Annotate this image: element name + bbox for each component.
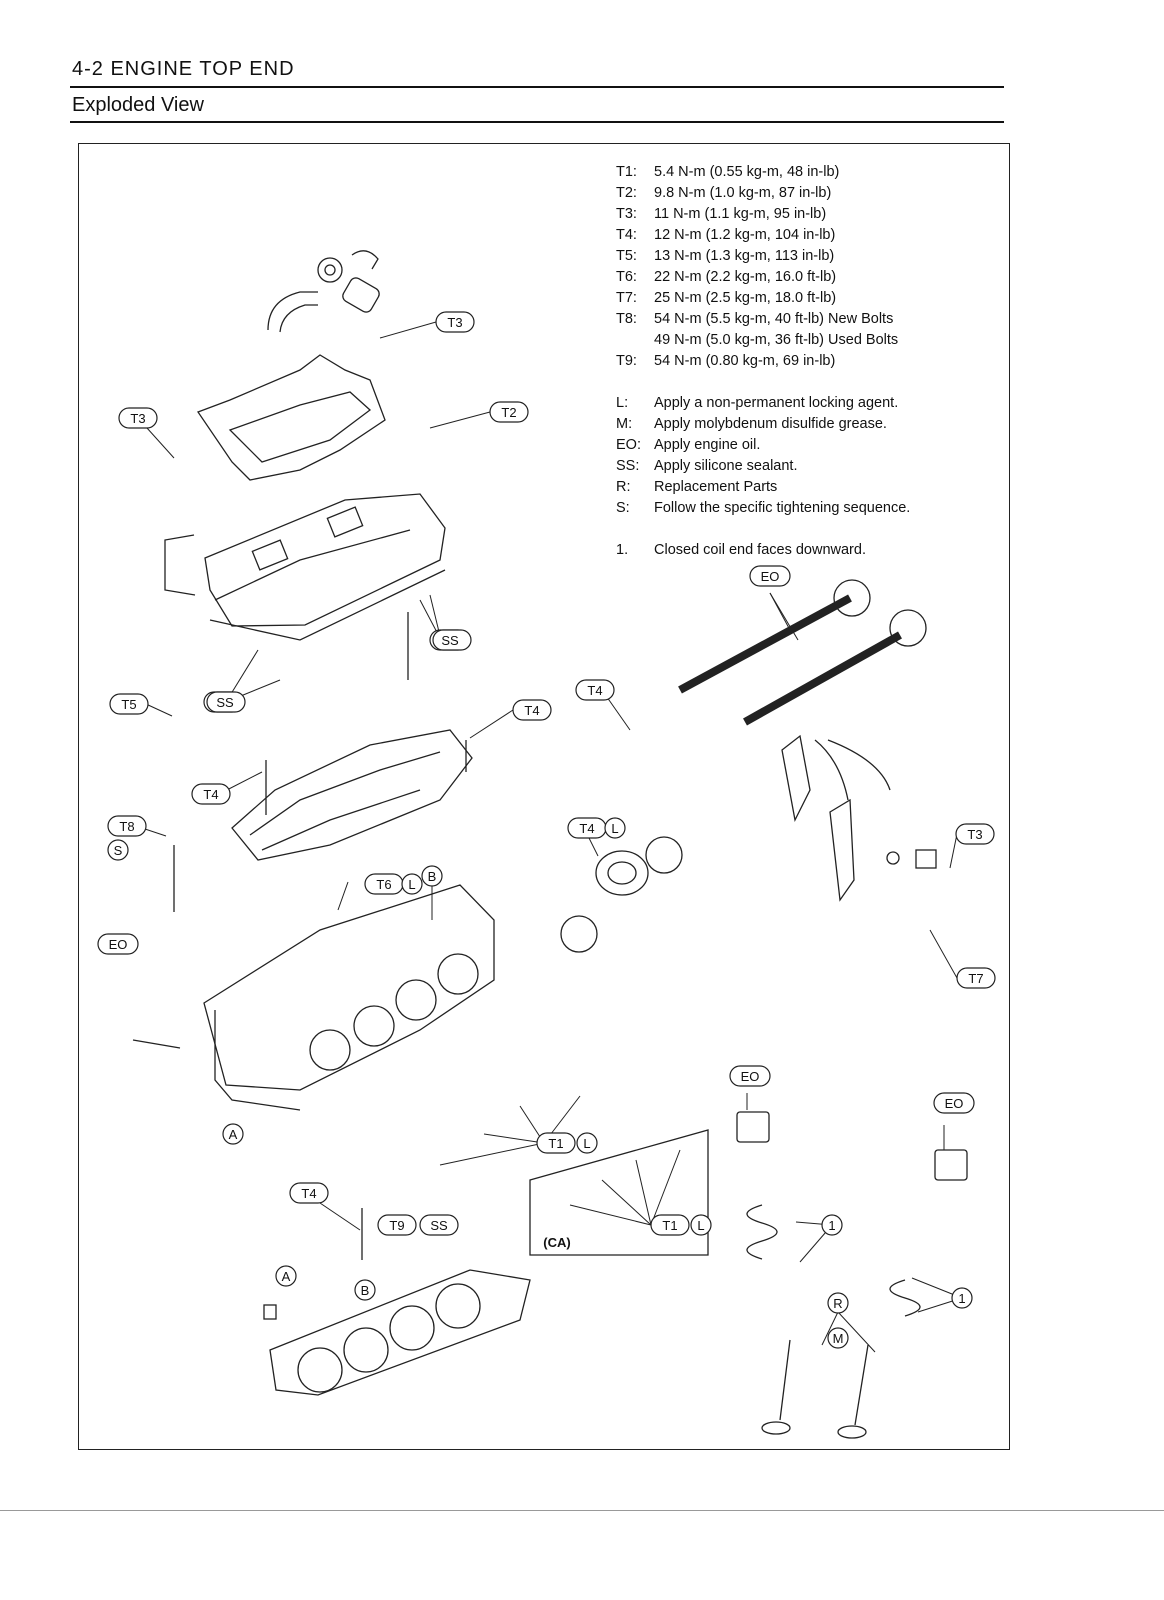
torque-row: T6:22 N-m (2.2 kg-m, 16.0 ft-lb) <box>616 269 837 285</box>
torque-row: T7:25 N-m (2.5 kg-m, 18.0 ft-lb) <box>616 290 837 306</box>
valve-train-exhaust <box>837 1149 968 1439</box>
callout-l-label: L <box>611 821 618 836</box>
cylinder-head-cover <box>204 493 446 641</box>
page-bottom-rule <box>0 1510 1164 1511</box>
callout-t4-label: T4 <box>579 821 594 836</box>
callout-t8-label: T8 <box>119 819 134 834</box>
callout-r-label: R <box>833 1296 842 1311</box>
callout-ss-label: SS <box>441 633 459 648</box>
section-title: Exploded View <box>72 94 204 116</box>
symbol-row: L:Apply a non-permanent locking agent. <box>616 395 899 411</box>
callout-s-label: S <box>114 843 123 858</box>
torque-row: T5:13 N-m (1.3 kg-m, 113 in-lb) <box>616 248 835 264</box>
head-gasket <box>269 1269 531 1396</box>
callout-l-label: L <box>583 1136 590 1151</box>
callout-t6-label: T6 <box>376 877 391 892</box>
ca-inset-box <box>529 1129 709 1256</box>
callout-t9-label: T9 <box>389 1218 404 1233</box>
callout-eo-label: EO <box>761 569 780 584</box>
callout-bubbles <box>97 311 996 1349</box>
callout-eo-label: EO <box>741 1069 760 1084</box>
section-rule <box>70 121 1004 123</box>
callout-a-label: A <box>229 1127 238 1142</box>
callout-1-label: 1 <box>828 1218 835 1233</box>
cover-gasket <box>164 534 196 596</box>
torque-row: T9:54 N-m (0.80 kg-m, 69 in-lb) <box>616 353 836 369</box>
callout-eo-label: EO <box>945 1096 964 1111</box>
chain-tensioner <box>886 849 937 869</box>
callout-m-label: M <box>833 1331 844 1346</box>
callout-labels: T3 T3 T2 SS SS T5 T4 T4 T4 T8 S T4 L T6 … <box>109 315 984 1346</box>
cylinder-head <box>203 884 495 1111</box>
symbol-row: M:Apply molybdenum disulfide grease. <box>616 416 887 432</box>
camshaft-cap-assembly <box>231 729 473 861</box>
header-rule <box>70 86 1004 88</box>
symbol-row: S:Follow the specific tightening sequenc… <box>616 500 911 516</box>
torque-row: T1:5.4 N-m (0.55 kg-m, 48 in-lb) <box>616 164 840 180</box>
callout-t5-label: T5 <box>121 697 136 712</box>
callout-t7-label: T7 <box>968 971 983 986</box>
leader-lines <box>135 321 963 1353</box>
callout-t2-label: T2 <box>501 405 516 420</box>
callout-l-label: L <box>697 1218 704 1233</box>
camshafts <box>678 579 927 726</box>
baffle-plate <box>196 354 386 481</box>
note-row: 1.Closed coil end faces downward. <box>616 542 866 558</box>
callout-t3-label: T3 <box>447 315 462 330</box>
symbol-row: R:Replacement Parts <box>616 479 778 495</box>
callout-ss-label: SS <box>430 1218 448 1233</box>
callout-ss-label: SS <box>216 695 234 710</box>
valve-train-intake <box>736 1111 791 1435</box>
torque-row: T3:11 N-m (1.1 kg-m, 95 in-lb) <box>616 206 827 222</box>
callout-b-label: B <box>428 869 437 884</box>
callout-t3-label: T3 <box>130 411 145 426</box>
cam-chain-guides <box>781 734 891 902</box>
callout-t1-label: T1 <box>662 1218 677 1233</box>
callout-1-label: 1 <box>958 1291 965 1306</box>
studs-and-bolts <box>132 612 467 1320</box>
symbol-row: EO:Apply engine oil. <box>616 437 761 453</box>
callout-t4-label: T4 <box>301 1186 316 1201</box>
callout-t3-label: T3 <box>967 827 982 842</box>
callout-t4-label: T4 <box>587 683 602 698</box>
breather-fittings <box>267 250 380 333</box>
callout-t4-label: T4 <box>524 703 539 718</box>
torque-row: T4:12 N-m (1.2 kg-m, 104 in-lb) <box>616 227 836 243</box>
intake-holder <box>560 836 683 953</box>
page-title: 4-2 ENGINE TOP END <box>72 58 295 80</box>
torque-row: T8:54 N-m (5.5 kg-m, 40 ft-lb) New Bolts <box>616 311 894 327</box>
legend: T1:5.4 N-m (0.55 kg-m, 48 in-lb) T2:9.8 … <box>616 162 910 561</box>
callout-eo-label: EO <box>109 937 128 952</box>
callout-b-label: B <box>361 1283 370 1298</box>
callout-l-label: L <box>408 877 415 892</box>
callout-t1-label: T1 <box>548 1136 563 1151</box>
torque-row: 49 N-m (5.0 kg-m, 36 ft-lb) Used Bolts <box>654 332 899 348</box>
callout-a-label: A <box>282 1269 291 1284</box>
diagram-frame <box>78 143 1010 1450</box>
callout-ca-label: (CA) <box>543 1235 570 1250</box>
symbol-row: SS:Apply silicone sealant. <box>616 458 798 474</box>
torque-row: T2:9.8 N-m (1.0 kg-m, 87 in-lb) <box>616 185 832 201</box>
callout-t4-label: T4 <box>203 787 218 802</box>
